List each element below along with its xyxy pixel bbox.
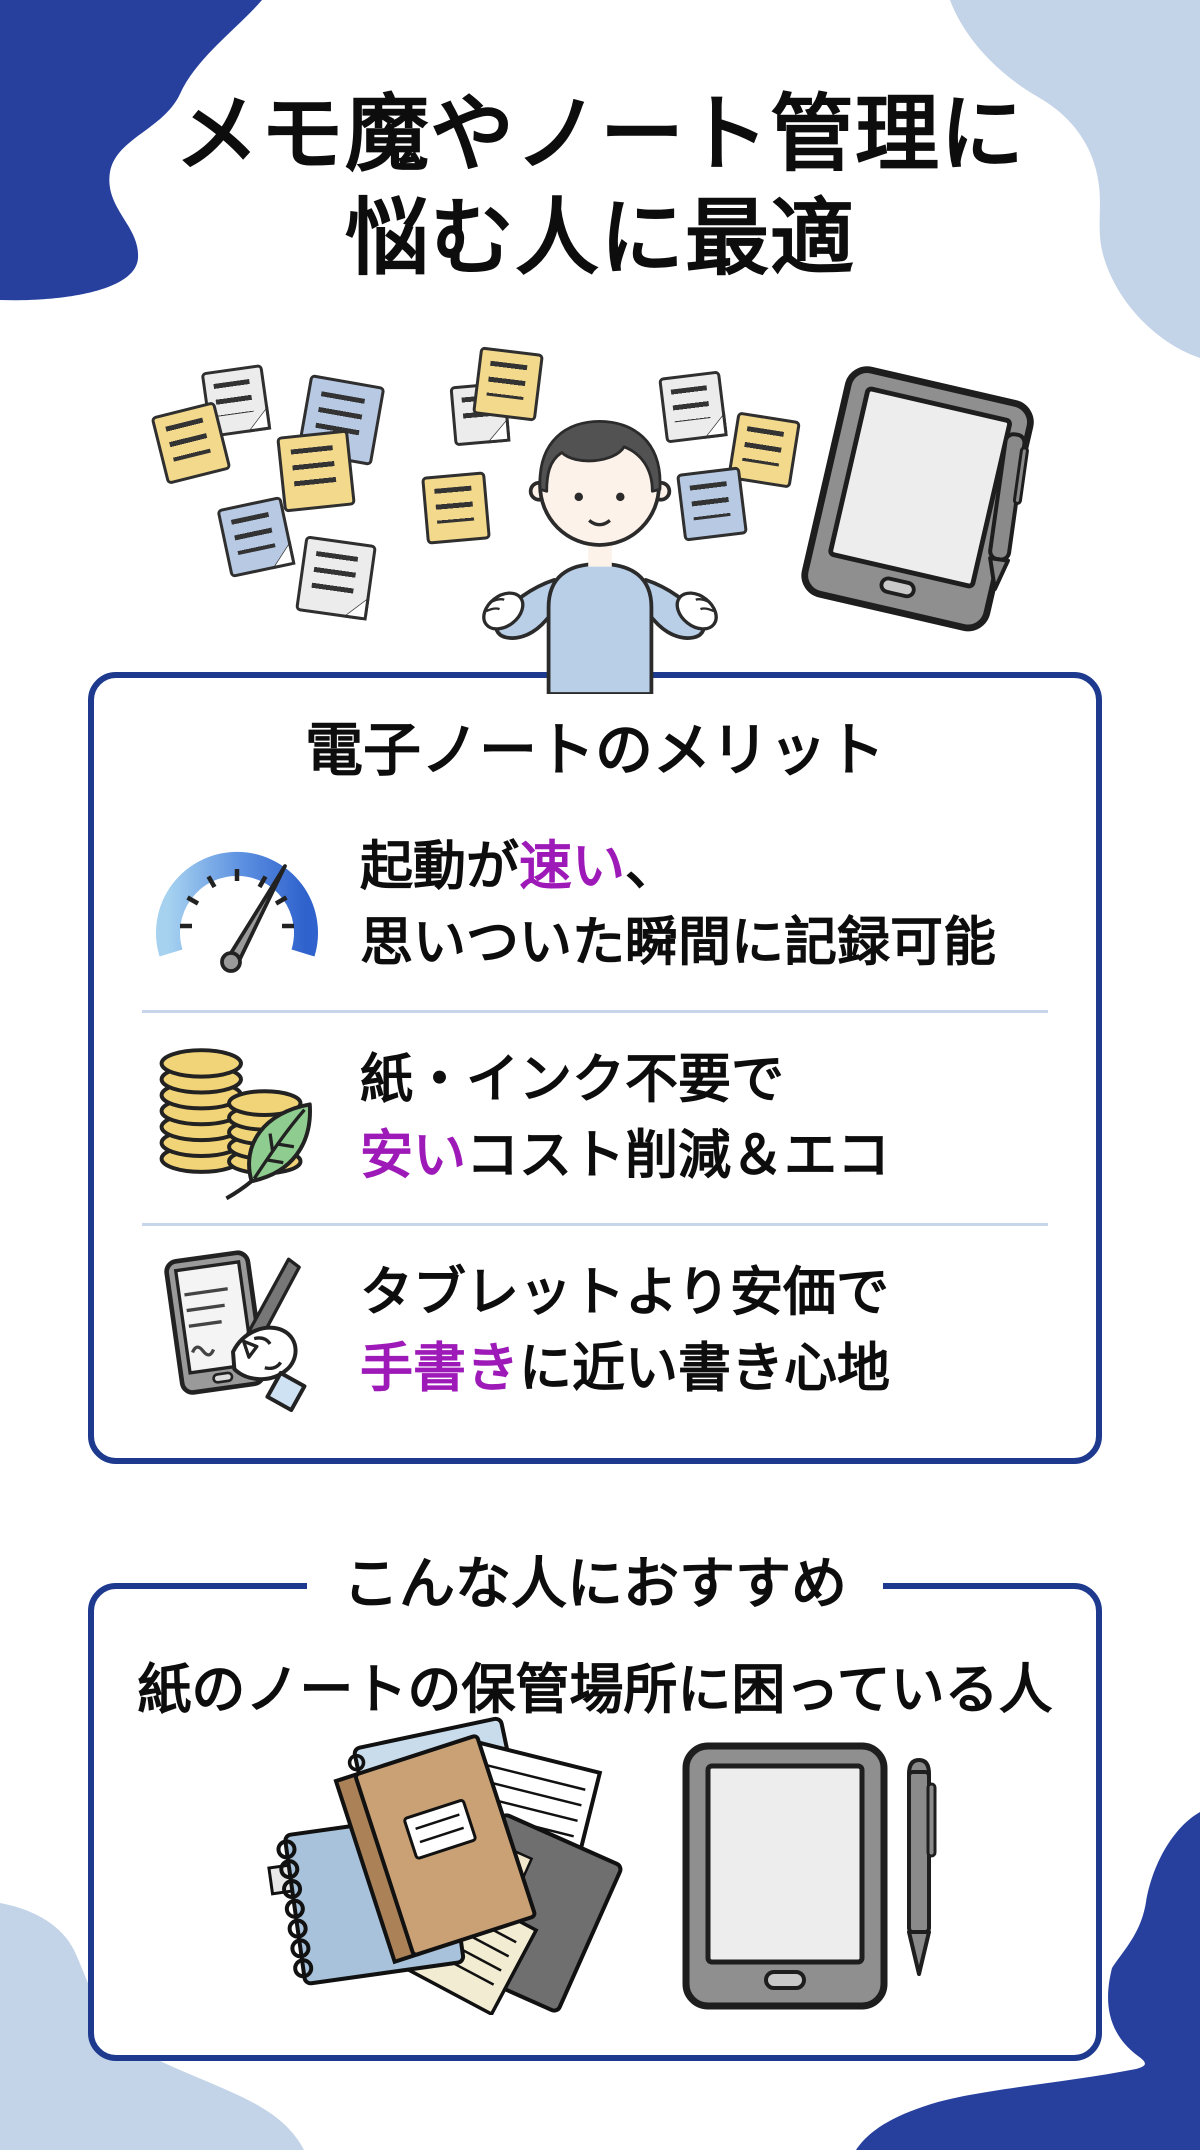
merits-box: 電子ノートのメリット [88, 672, 1102, 1464]
corner-blob-bottom-right [856, 1812, 1200, 2150]
page-title: メモ魔やノート管理に 悩む人に最適 [0, 82, 1200, 290]
pen-illustration [898, 1752, 940, 1992]
merit3-line1: タブレットより安価で [360, 1263, 889, 1323]
merit-text-handwriting: タブレットより安価で 手書きに近い書き心地 [332, 1255, 890, 1406]
merit-row-handwriting: タブレットより安価で 手書きに近い書き心地 [142, 1222, 1048, 1436]
tablet-illustration [793, 359, 1041, 644]
recommend-description: 紙のノートの保管場所に困っている人 [137, 1660, 1053, 1720]
merits-heading: 電子ノートのメリット [304, 718, 885, 783]
stylus-illustration [976, 418, 1039, 602]
notebook-pile-illustration [255, 1715, 625, 2020]
person-illustration [475, 378, 725, 699]
merit-text-speed: 起動が速い、 思いついた瞬間に記録可能 [332, 829, 996, 980]
merit3-line2-post: に近い書き心地 [519, 1338, 890, 1398]
corner-blob-top-left [0, 0, 262, 301]
merit1-line1-accent: 速い [519, 837, 625, 897]
merit-row-cost: 紙・インク不要で 安いコスト削減＆エコ [142, 1009, 1048, 1223]
merit1-line1-post: 、 [625, 837, 678, 897]
merit2-line2-post: コスト削減＆エコ [466, 1125, 890, 1185]
page-title-line1: メモ魔やノート管理に [174, 87, 1025, 181]
coins-leaf-icon [142, 1033, 332, 1202]
page-title-line2: 悩む人に最適 [344, 191, 855, 286]
merit2-line1: 紙・インク不要で [360, 1050, 784, 1110]
corner-blob-top-right [950, 0, 1200, 358]
sticky-note [295, 535, 377, 621]
merit1-line2: 思いついた瞬間に記録可能 [360, 912, 996, 972]
merit-row-speed: 起動が速い、 思いついた瞬間に記録可能 [142, 800, 1048, 1010]
merit3-line2-accent: 手書き [360, 1338, 519, 1398]
merit1-line1-pre: 起動が [360, 837, 519, 897]
tablet-illustration [680, 1740, 890, 2017]
sticky-note [216, 495, 296, 579]
sticky-note [276, 429, 356, 513]
merit2-line2-accent: 安い [360, 1125, 466, 1185]
merit-text-cost: 紙・インク不要で 安いコスト削減＆エコ [332, 1042, 890, 1193]
speedometer-icon [142, 830, 332, 980]
recommend-heading: こんな人におすすめ [307, 1541, 883, 1628]
corner-blob-bottom-left [0, 1903, 304, 2150]
writing-tablet-icon [142, 1246, 332, 1415]
merits-list: 起動が速い、 思いついた瞬間に記録可能 [94, 800, 1096, 1436]
